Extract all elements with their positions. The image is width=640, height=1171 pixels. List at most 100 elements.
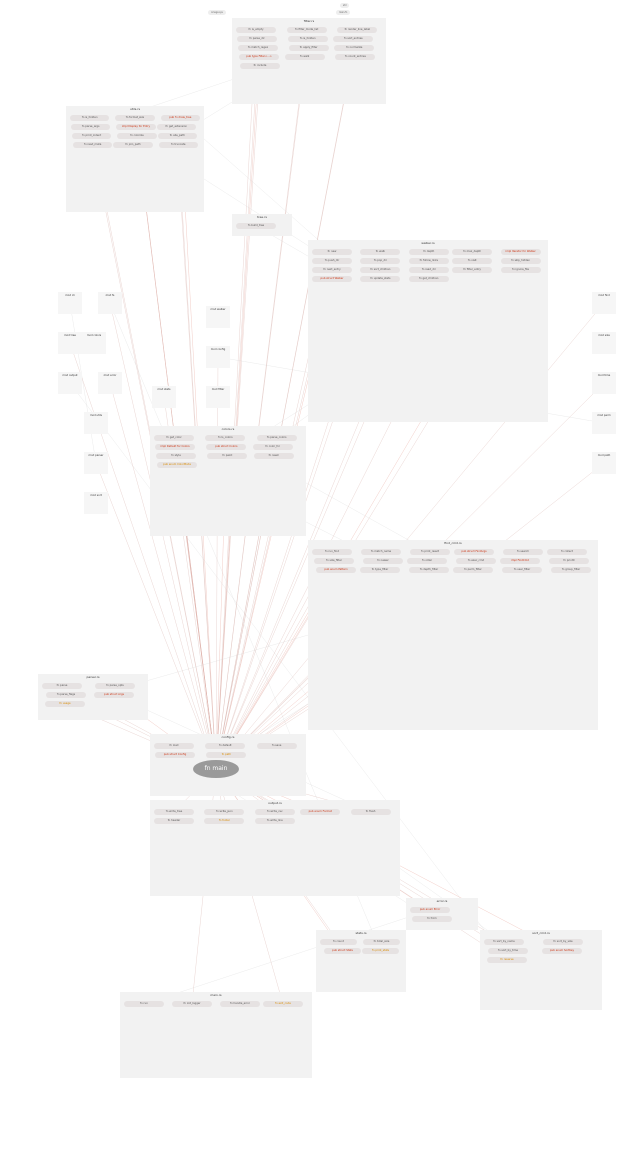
graph-node[interactable]: fn match_name: [361, 549, 401, 555]
graph-node[interactable]: fn collect: [547, 549, 587, 555]
graph-node[interactable]: fn from: [412, 916, 452, 922]
graph-node[interactable]: fn truncate: [158, 142, 198, 148]
graph-node[interactable]: fn print0: [549, 558, 589, 564]
graph-node[interactable]: fn count_entries: [335, 54, 376, 60]
module-box[interactable]: mod colors: [82, 332, 106, 354]
graph-node[interactable]: fn run_find: [312, 549, 352, 555]
graph-node[interactable]: fn depth_filter: [409, 567, 449, 573]
graph-node[interactable]: pub struct Colors: [206, 444, 247, 450]
graph-node[interactable]: fn update_stats: [360, 276, 401, 282]
graph-node[interactable]: fn flush: [350, 809, 391, 815]
graph-node[interactable]: fn normalize: [334, 45, 375, 51]
graph-node[interactable]: fn is_empty: [236, 27, 276, 33]
graph-node[interactable]: fn reverse: [487, 957, 527, 963]
graph-node[interactable]: fn parse_flags: [46, 692, 86, 698]
graph-node[interactable]: fn write_line: [254, 818, 295, 824]
graph-node[interactable]: fn ignore_file: [500, 267, 541, 273]
graph-node[interactable]: fn pop_dir: [360, 258, 401, 264]
graph-node[interactable]: pub enum ColorMode: [157, 462, 197, 468]
graph-node[interactable]: fn size_filter: [314, 558, 354, 564]
graph-node[interactable]: fn match_regex: [238, 45, 278, 51]
module-box[interactable]: mod filter: [206, 386, 230, 408]
graph-node[interactable]: fn is_hidden: [70, 115, 110, 121]
module-box[interactable]: mod find: [592, 292, 616, 314]
graph-node[interactable]: fn count: [320, 939, 357, 945]
graph-node[interactable]: fn read_meta: [73, 142, 113, 148]
graph-node[interactable]: fn get_children: [408, 276, 449, 282]
module-box[interactable]: mod utils: [84, 412, 108, 434]
module-box[interactable]: mod size: [592, 332, 616, 354]
graph-node[interactable]: fn walk: [284, 54, 325, 60]
graph-node[interactable]: fn color_for: [252, 444, 293, 450]
graph-node[interactable]: fn total_size: [363, 939, 400, 945]
graph-node[interactable]: fn footer: [204, 818, 245, 824]
graph-node[interactable]: fn build_tree: [236, 223, 276, 229]
graph-node[interactable]: fn header: [154, 818, 194, 824]
graph-node[interactable]: fn get_color: [154, 435, 194, 441]
graph-node[interactable]: pub enum SortKey: [542, 948, 582, 954]
root-node[interactable]: fn main: [193, 760, 239, 778]
graph-node[interactable]: fn render_line_label: [337, 27, 378, 33]
graph-node[interactable]: fn usage: [45, 701, 85, 707]
graph-node[interactable]: fn init_logger: [172, 1001, 212, 1007]
graph-node[interactable]: fn parse_args: [71, 124, 111, 130]
module-box[interactable]: mod path: [592, 452, 616, 474]
graph-node[interactable]: fn parse: [42, 683, 82, 689]
module-box[interactable]: mod time: [592, 372, 616, 394]
graph-node[interactable]: fn default: [205, 743, 246, 749]
module-box[interactable]: mod stats: [152, 386, 176, 408]
graph-node[interactable]: fn load: [154, 743, 194, 749]
graph-node[interactable]: fn colorize: [117, 133, 157, 139]
graph-node[interactable]: fn perm_filter: [453, 567, 493, 573]
graph-node[interactable]: fn apply_filter: [288, 45, 329, 51]
graph-node[interactable]: fn handle_error: [220, 1001, 260, 1007]
graph-node[interactable]: fn read_dir: [408, 267, 449, 273]
graph-node[interactable]: pub enum Format: [300, 809, 341, 815]
graph-node[interactable]: fn save: [256, 743, 297, 749]
graph-node[interactable]: fn run: [124, 1001, 164, 1007]
graph-node[interactable]: fn follow_links: [408, 258, 449, 264]
graph-node[interactable]: fn older: [407, 558, 447, 564]
graph-node[interactable]: pub enum Pattern: [316, 567, 356, 573]
graph-node[interactable]: impl Iterator for Walker: [500, 249, 541, 255]
graph-node[interactable]: pub type Filter<...>: [239, 54, 279, 60]
module-box[interactable]: mod cli: [58, 292, 82, 314]
graph-node[interactable]: fn exit_code: [263, 1001, 303, 1007]
module-box[interactable]: mod fs: [98, 292, 122, 314]
graph-node[interactable]: fn filter_mode_list: [286, 27, 327, 33]
graph-node[interactable]: fn sort_entries: [333, 36, 374, 42]
graph-node[interactable]: fn join_path: [113, 142, 153, 148]
graph-node[interactable]: fn user_filter: [502, 567, 542, 573]
graph-node[interactable]: fn ls_colors: [205, 435, 246, 441]
graph-node[interactable]: fn walk: [360, 249, 401, 255]
graph-node[interactable]: fn exec_cmd: [456, 558, 496, 564]
graph-node[interactable]: fn sort_by_size: [543, 939, 583, 945]
graph-node[interactable]: fn parse_opts: [95, 683, 135, 689]
graph-node[interactable]: impl Display for Entry: [116, 124, 156, 130]
graph-node[interactable]: fn group_filter: [551, 567, 591, 573]
module-box[interactable]: mod config: [206, 346, 230, 368]
module-box[interactable]: mod perm: [592, 412, 616, 434]
graph-node[interactable]: fn new: [312, 249, 352, 255]
graph-node[interactable]: fn parse_dir: [237, 36, 277, 42]
graph-node[interactable]: fn parse_colors: [256, 435, 297, 441]
graph-node[interactable]: fn get_extension: [156, 124, 196, 130]
graph-node[interactable]: fn print_stats: [362, 948, 399, 954]
graph-node[interactable]: fn paint: [207, 453, 248, 459]
module-box[interactable]: mod parser: [84, 452, 108, 474]
module-box[interactable]: mod sort: [84, 492, 108, 514]
graph-node[interactable]: pub struct Walker: [312, 276, 352, 282]
graph-node[interactable]: fn format_size: [115, 115, 155, 121]
graph-node[interactable]: fn type_filter: [360, 567, 400, 573]
module-box[interactable]: mod error: [98, 372, 122, 394]
graph-node[interactable]: fn sort_by_time: [488, 948, 528, 954]
graph-node[interactable]: fn skip_hidden: [500, 258, 541, 264]
graph-node[interactable]: pub struct Stats: [324, 948, 361, 954]
graph-node[interactable]: pub struct Args: [94, 692, 134, 698]
graph-node[interactable]: fn sort_by_name: [484, 939, 524, 945]
graph-node[interactable]: fn write_json: [204, 809, 245, 815]
graph-node[interactable]: fn is_hidden: [287, 36, 328, 42]
graph-node[interactable]: fn write_tree: [154, 809, 194, 815]
graph-node[interactable]: fn max_depth: [452, 249, 493, 255]
graph-node[interactable]: fn reset: [253, 453, 294, 459]
